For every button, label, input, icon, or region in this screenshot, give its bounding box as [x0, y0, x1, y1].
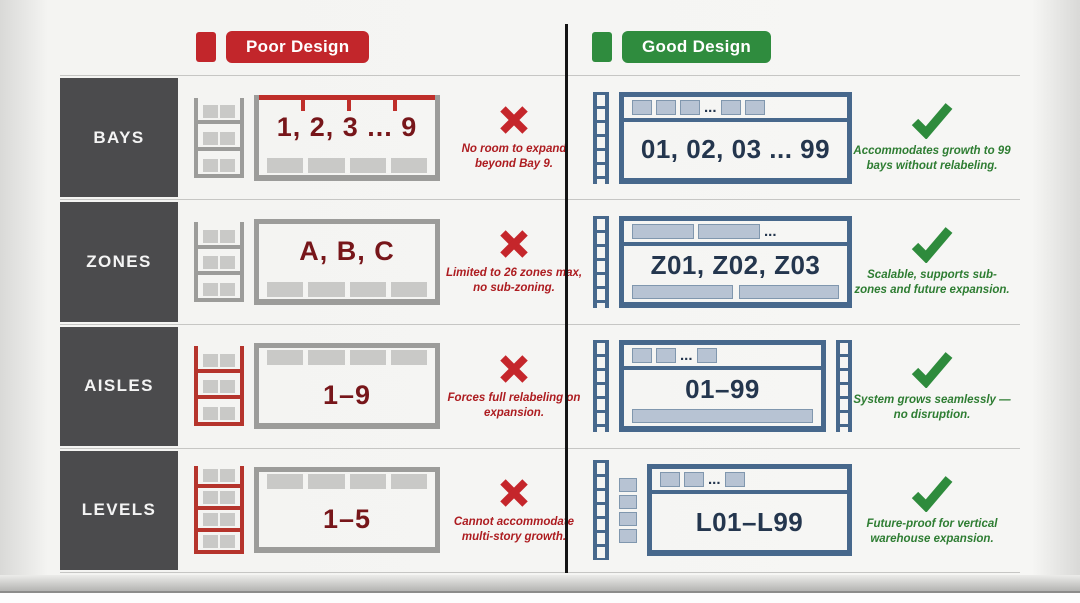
levels-poor-caption: Cannot accommodate multi-story growth.: [453, 515, 575, 543]
bay-rack-icon: 1, 2, 3 ... 9: [254, 94, 440, 181]
bays-good-caption: Accommodates growth to 99 bays without r…: [853, 145, 1011, 173]
zones-poor-cell: A, B, C Limited to 26 zones max, no sub-…: [178, 200, 582, 323]
ellipsis: ...: [680, 347, 693, 365]
shelf-panels-row: [624, 409, 821, 426]
shelf-boxes-row: ...: [624, 345, 821, 366]
shelf-boxes-row: ...: [652, 469, 847, 490]
aisles-good-verdict: System grows seamlessly — no disruption.: [852, 350, 1012, 423]
page-bottom-shadow: [0, 575, 1080, 591]
check-icon: [910, 101, 954, 140]
aisle-rack-icon: 1–9: [254, 343, 440, 430]
aisles-good-caption: System grows seamlessly — no disruption.: [853, 393, 1011, 421]
shelf-boxes-row: ...: [624, 97, 847, 118]
poor-design-header: Poor Design: [196, 31, 370, 63]
levels-good-value: L01–L99: [695, 506, 804, 537]
zone-rack-icon: ... Z01, Z02, Z03: [619, 215, 852, 308]
aisles-poor-value: 1–9: [322, 379, 372, 410]
check-icon: [910, 474, 954, 512]
bays-poor-verdict: No room to expand beyond Bay 9.: [440, 103, 588, 172]
center-divider: [565, 24, 568, 573]
bays-poor-cell: 1, 2, 3 ... 9 No room to expand beyond B…: [178, 76, 567, 199]
aisles-good-cell: ... 01–99 System grows seamlessly — no d…: [567, 325, 1020, 448]
comparison-table: BAYS 1, 2, 3 ... 9: [60, 75, 1020, 573]
check-icon: [910, 350, 954, 388]
shelf-boxes-row: [259, 280, 435, 299]
check-icon: [910, 225, 954, 264]
ellipsis: ...: [704, 98, 717, 116]
row-label-levels: LEVELS: [60, 450, 178, 570]
rack-post-icon: [593, 460, 609, 561]
row-label-bays: BAYS: [60, 78, 178, 198]
x-icon: [497, 227, 531, 261]
shelf-unit-icon: [194, 221, 244, 302]
rack-post-icon: [593, 215, 609, 308]
shelf-unit-icon: [194, 97, 244, 178]
row-label-aisles: AISLES: [60, 326, 178, 446]
page-edge-line: [0, 591, 1080, 593]
level-rack-icon: ... L01–L99: [647, 464, 852, 557]
row-label-zones: ZONES: [60, 202, 178, 322]
zones-good-rack-illustration: ... Z01, Z02, Z03: [593, 215, 852, 308]
aisles-poor-verdict: Forces full relabeling on expansion.: [440, 352, 588, 421]
zones-good-value: Z01, Z02, Z03: [650, 249, 821, 280]
shelf-boxes-row: [259, 348, 435, 367]
shelf-unit-icon: [194, 346, 244, 427]
red-tag-icon: [196, 32, 216, 62]
shelf-panels-row: [624, 284, 847, 302]
levels-good-rack-illustration: ... L01–L99: [593, 460, 852, 561]
ellipsis: ...: [764, 222, 777, 240]
table-row-zones: ZONES A, B, C: [60, 200, 1020, 325]
zones-poor-caption: Limited to 26 zones max, no sub-zoning.: [445, 267, 583, 295]
bays-poor-value: 1, 2, 3 ... 9: [276, 112, 418, 143]
shelf-panels-row: ...: [624, 221, 847, 242]
levels-poor-rack-illustration: 1–5: [194, 466, 440, 555]
aisles-poor-caption: Forces full relabeling on expansion.: [447, 391, 581, 419]
zones-good-cell: ... Z01, Z02, Z03 Scalable, supports sub…: [567, 200, 1020, 323]
zone-rack-icon: A, B, C: [254, 218, 440, 305]
shelf-boxes-row: [259, 156, 435, 175]
bays-good-value: 01, 02, 03 ... 99: [640, 134, 831, 165]
aisle-rack-icon: ... 01–99: [619, 340, 826, 433]
levels-poor-verdict: Cannot accommodate multi-story growth.: [440, 476, 588, 545]
box-stack-icon: [619, 477, 637, 543]
bays-good-verdict: Accommodates growth to 99 bays without r…: [852, 101, 1012, 174]
bays-poor-caption: No room to expand beyond Bay 9.: [461, 143, 567, 171]
poor-design-badge: Poor Design: [226, 31, 370, 63]
rack-post-icon: [836, 340, 852, 433]
aisles-good-rack-illustration: ... 01–99: [593, 340, 852, 433]
table-row-aisles: AISLES 1–9 Fo: [60, 325, 1020, 449]
levels-poor-value: 1–5: [322, 503, 372, 534]
good-design-header: Good Design: [592, 31, 772, 63]
bay-rack-icon: ... 01, 02, 03 ... 99: [619, 91, 852, 184]
ellipsis: ...: [708, 471, 721, 489]
table-row-bays: BAYS 1, 2, 3 ... 9: [60, 76, 1020, 201]
shelf-boxes-row: [259, 472, 435, 491]
levels-poor-cell: 1–5 Cannot accommodate multi-story growt…: [178, 449, 574, 572]
x-icon: [497, 476, 531, 510]
levels-good-verdict: Future-proof for vertical warehouse expa…: [852, 474, 1012, 547]
levels-good-cell: ... L01–L99 Future-proof for vertical wa…: [567, 449, 1020, 572]
bays-good-cell: ... 01, 02, 03 ... 99 Accommodates growt…: [567, 76, 1020, 199]
x-icon: [497, 352, 531, 386]
rack-post-icon: [593, 91, 609, 184]
bays-poor-rack-illustration: 1, 2, 3 ... 9: [194, 94, 440, 181]
zones-poor-verdict: Limited to 26 zones max, no sub-zoning.: [440, 227, 588, 296]
aisles-poor-cell: 1–9 Forces full relabeling on expansion.: [178, 325, 580, 448]
aisles-good-value: 01–99: [685, 374, 760, 405]
shelf-unit-icon: [194, 466, 244, 555]
zones-good-verdict: Scalable, supports sub-zones and future …: [852, 225, 1012, 298]
good-design-badge: Good Design: [622, 31, 772, 63]
rack-post-icon: [593, 340, 609, 433]
table-row-levels: LEVELS 1–5 Ca: [60, 449, 1020, 573]
x-icon: [497, 103, 531, 137]
aisles-poor-rack-illustration: 1–9: [194, 343, 440, 430]
bays-good-rack-illustration: ... 01, 02, 03 ... 99: [593, 91, 852, 184]
page-bottom-strip: [0, 593, 1080, 603]
zones-poor-value: A, B, C: [299, 236, 395, 267]
green-tag-icon: [592, 32, 612, 62]
levels-good-caption: Future-proof for vertical warehouse expa…: [866, 517, 998, 545]
zones-poor-rack-illustration: A, B, C: [194, 218, 440, 305]
zones-good-caption: Scalable, supports sub-zones and future …: [854, 269, 1010, 297]
level-rack-icon: 1–5: [254, 467, 440, 554]
